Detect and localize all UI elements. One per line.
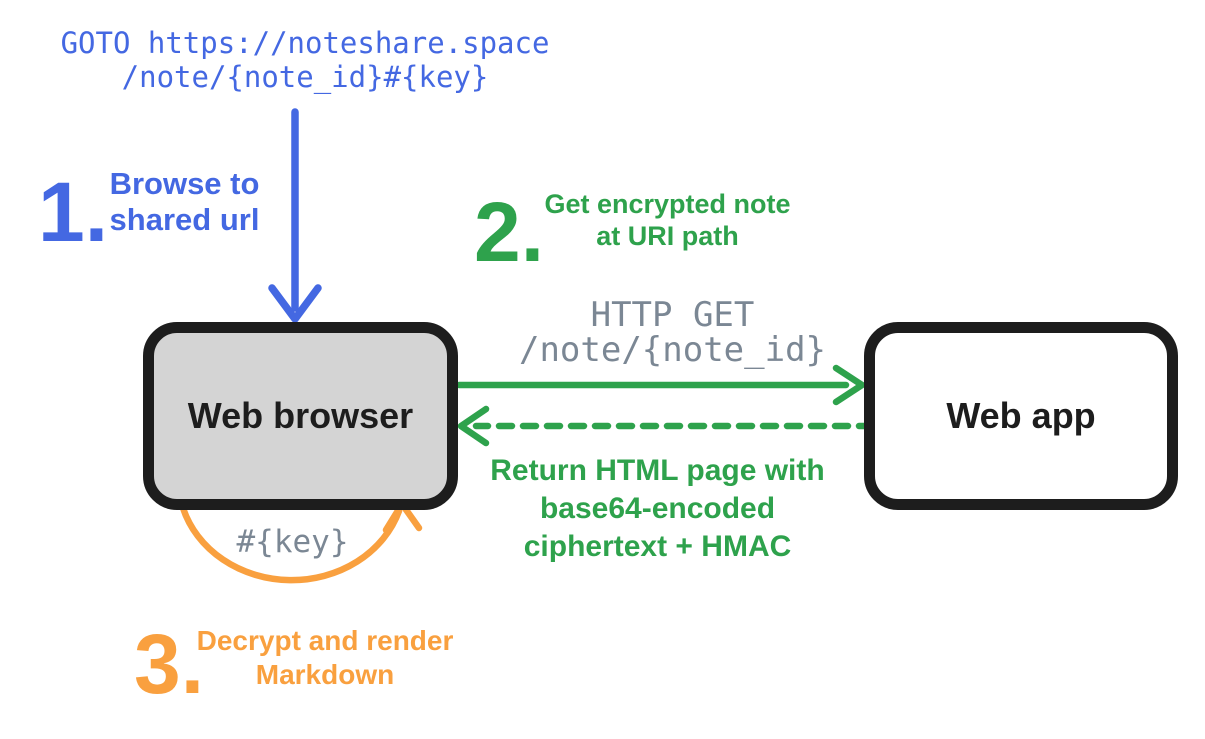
step-2-line1: Get encrypted note [544, 189, 791, 219]
goto-url-line2: /note/{note_id}#{key} [121, 60, 489, 94]
step-1-line1: Browse to [109, 166, 260, 201]
http-response-line3: ciphertext + HMAC [523, 530, 792, 563]
step-3-label: Decrypt and render Markdown [190, 624, 460, 692]
http-get-arrow [455, 364, 866, 406]
step-1-number: 1. [38, 165, 109, 259]
web-browser-node: Web browser [143, 322, 458, 510]
key-fragment-label: #{key} [236, 524, 349, 560]
http-response-line2: base64-encoded [539, 492, 776, 525]
http-response-label: Return HTML page with base64-encoded cip… [480, 452, 835, 566]
step-3-number: 3. [134, 617, 205, 711]
goto-url-label: GOTO https://noteshare.space /note/{note… [35, 26, 575, 94]
http-response-line1: Return HTML page with [490, 454, 825, 487]
web-app-node: Web app [864, 322, 1178, 510]
step-2-label: Get encrypted note at URI path [535, 188, 800, 252]
goto-url-line1: GOTO https://noteshare.space [60, 26, 550, 60]
browse-arrow [268, 108, 322, 323]
http-request-line2: /note/{note_id} [518, 330, 827, 370]
step-3-line2: Markdown [255, 659, 395, 690]
step-2-number: 2. [474, 185, 545, 279]
step-1-line2: shared url [109, 202, 260, 237]
web-browser-label: Web browser [187, 395, 414, 436]
step-2-line2: at URI path [596, 221, 739, 251]
step-1-label: Browse to shared url [92, 166, 277, 238]
step-3-line1: Decrypt and render [196, 625, 454, 656]
web-app-label: Web app [946, 395, 1096, 436]
http-request-line1: HTTP GET [590, 295, 755, 335]
response-arrow [457, 405, 876, 447]
http-request-label: HTTP GET /note/{note_id} [495, 298, 850, 368]
